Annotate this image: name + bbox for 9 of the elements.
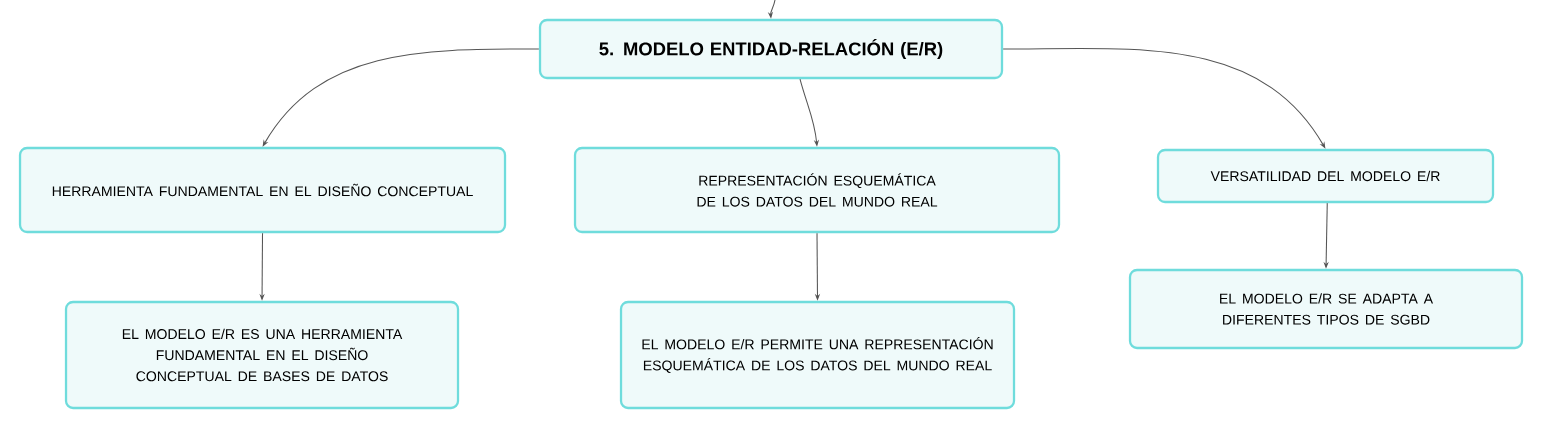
detail-box: EL MODELO E/R PERMITE UNA REPRESENTACIÓN ESQUEMÁTICA DE LOS DATOS DEL MUNDO REAL bbox=[619, 300, 1016, 410]
arrow bbox=[262, 48, 540, 147]
detail-box: EL MODELO E/R ES UNA HERRAMIENTA FUNDAMENTAL EN EL DISEÑO CONCEPTUAL DE BASES DE DATOS bbox=[64, 300, 460, 410]
topic-box: HERRAMIENTA FUNDAMENTAL EN EL DISEÑO CONCEPTUAL bbox=[18, 146, 507, 234]
title-box: 5. MODELO ENTIDAD-RELACIÓN (E/R) bbox=[538, 18, 1004, 80]
detail-box: EL MODELO E/R SE ADAPTA A DIFERENTES TIPOS DE SGBD bbox=[1128, 268, 1524, 350]
arrow bbox=[1002, 47, 1326, 149]
topic-box: REPRESENTACIÓN ESQUEMÁTICA DE LOS DATOS DEL MUNDO REAL bbox=[573, 146, 1061, 234]
topic-box: VERSATILIDAD DEL MODELO E/R bbox=[1156, 148, 1495, 204]
